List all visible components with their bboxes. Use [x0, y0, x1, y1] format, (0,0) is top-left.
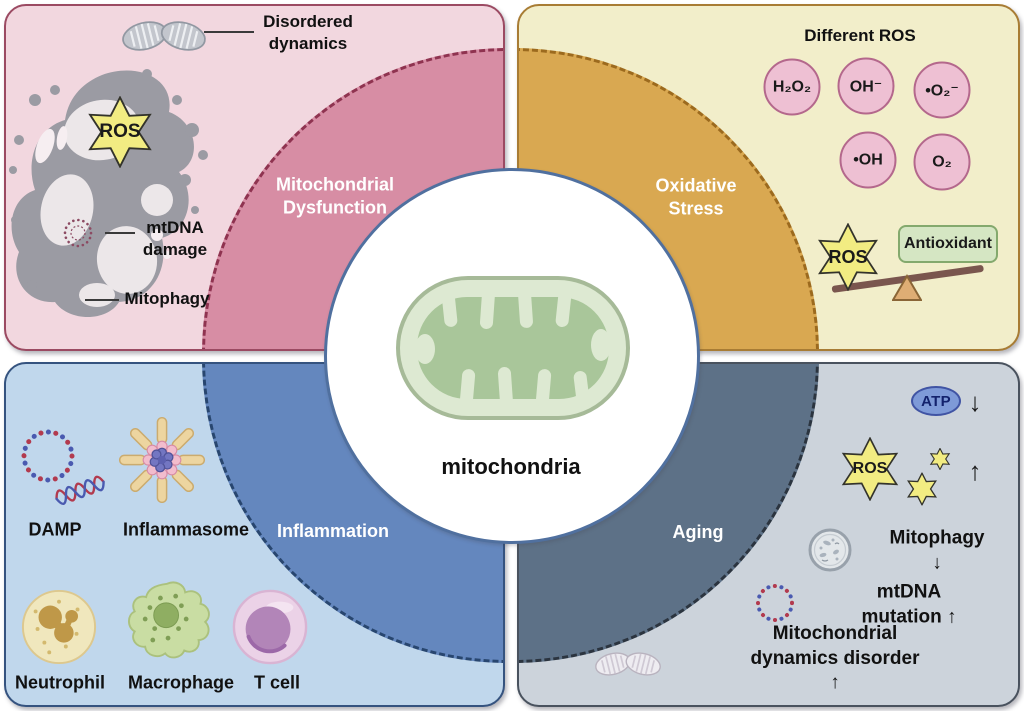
mtdna-ring-icon [756, 584, 794, 622]
ros-star-label: ROS [99, 121, 141, 142]
inflammasome-label: Inflammasome [122, 519, 250, 540]
atp-label: ATP [921, 392, 951, 410]
central-circle: mitochondria [324, 168, 700, 544]
ros-species-oh-anion: OH⁻ [837, 57, 895, 115]
t-cell-label: T cell [253, 672, 301, 693]
dividing-mitochondria-icon [122, 21, 206, 51]
small-ros-star [929, 448, 951, 470]
atp-down-arrow: ↓ [968, 387, 982, 417]
inflammasome-icon [118, 416, 206, 504]
disordered-dynamics-label: Disordered dynamics [263, 11, 353, 53]
balance-fulcrum [892, 274, 922, 301]
damp-circular-dna-icon [21, 429, 75, 483]
aging-mitophagy-label: Mitophagy ↓ [889, 527, 985, 573]
connector-line [105, 232, 135, 234]
mtdna-damage-label: mtDNA damage [142, 217, 208, 259]
antioxidant-box: Antioxidant [898, 225, 998, 263]
t-cell-icon [232, 589, 308, 665]
dividing-mitochondria-icon [595, 652, 661, 676]
small-ros-star [906, 472, 939, 506]
inflammation-quadrant-label: Inflammation [276, 520, 390, 541]
aging-mtdna-mutation-label: mtDNA mutation ↑ [861, 581, 957, 627]
ros-star: ROS [84, 96, 156, 168]
ros-species-hydroxyl-radical: •OH [839, 131, 897, 189]
ros-star: ROS [814, 223, 882, 291]
damp-label: DAMP [28, 519, 82, 540]
aging-dynamics-disorder-label: Mitochondrial dynamics disorder ↑ [750, 622, 920, 694]
neutrophil-icon [21, 589, 97, 665]
mitochondria-illustration [396, 276, 630, 420]
damp-linear-dna-icon [55, 475, 105, 505]
different-ros-title: Different ROS [804, 25, 916, 45]
macrophage-icon [128, 581, 210, 659]
ros-species-h2o2: H₂O₂ [763, 58, 821, 116]
autophagosome-icon [808, 528, 852, 572]
mitophagy-label: Mitophagy [124, 288, 210, 308]
macrophage-label: Macrophage [127, 672, 235, 693]
atp-badge: ATP [911, 386, 961, 416]
ros-species-superoxide: •O₂⁻ [913, 61, 971, 119]
neutrophil-label: Neutrophil [15, 672, 105, 693]
ros-star-label: ROS [828, 246, 868, 267]
oxidative-quadrant-label: Oxidative Stress [655, 175, 737, 219]
aging-quadrant-label: Aging [672, 521, 724, 542]
ros-star-label: ROS [852, 460, 888, 477]
connector-line [204, 31, 254, 33]
ros-up-arrow: ↑ [968, 456, 982, 486]
center-title: mitochondria [441, 454, 581, 479]
connector-line [85, 299, 119, 301]
dysfunction-quadrant-label: Mitochondrial Dysfunction [276, 174, 394, 218]
ros-species-o2: O₂ [913, 133, 971, 191]
ros-star: ROS [838, 437, 902, 501]
